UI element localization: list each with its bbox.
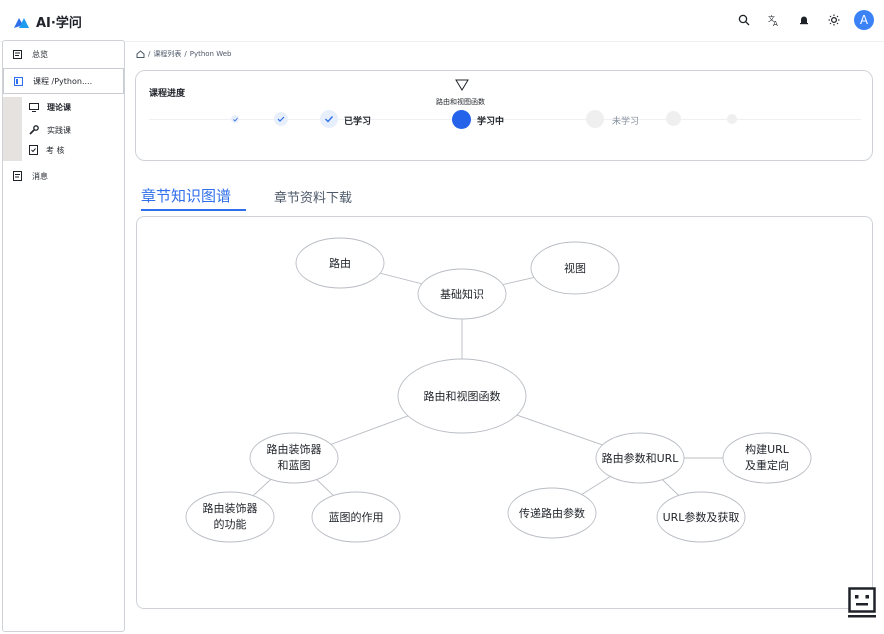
check-icon [232,117,238,122]
svg-text:文: 文 [768,14,775,23]
unlearned-label: 未学习 [612,117,640,127]
map-node-shape [417,268,507,320]
avatar[interactable]: A [854,10,874,30]
progress-step-learned[interactable] [274,112,288,126]
map-node-shape [507,487,597,539]
map-node-label: 路由装饰器 [203,501,258,515]
map-node-shape [311,491,401,543]
progress-track [149,119,861,120]
map-node-label: 的功能 [214,517,247,531]
map-node-label: 构建URL [745,442,790,456]
breadcrumb-separator: / [184,50,187,58]
map-node-label: 视图 [564,261,586,275]
breadcrumb-item[interactable]: 课程列表 [153,50,182,58]
app-name: AI·学问 [36,16,82,31]
map-node-shape [722,432,812,484]
map-node[interactable]: 蓝图的作用 [311,491,401,543]
map-node-shape [656,491,746,543]
map-node[interactable]: 视图 [530,241,620,295]
map-node-label: 和蓝图 [278,459,311,472]
sidebar-subitem-label: 实践课 [47,125,71,135]
map-node-shape [185,491,275,543]
robot-assistant-icon[interactable] [848,587,876,619]
sidebar-item-label: 总览 [32,49,48,59]
dashboard-icon [13,49,22,59]
progress-step-unlearned[interactable] [666,111,681,126]
progress-step-learned[interactable] [231,115,239,123]
breadcrumb-separator: / [148,50,151,58]
map-node[interactable]: 路由和视图函数 [397,358,527,434]
exam-icon [29,145,38,155]
map-node-label: 传递路由参数 [519,506,585,520]
message-icon [13,171,22,181]
monitor-icon [29,102,39,112]
knowledge-map: 路由基础知识视图路由和视图函数路由装饰器和蓝图路由参数和URL构建URL及重定向… [185,237,812,543]
sidebar-subitem-theory[interactable]: 理论课 [29,97,71,117]
breadcrumb-item: Python Web [189,50,232,58]
submenu-rail [3,97,22,161]
map-node-label: 路由和视图函数 [424,389,501,403]
progress-step-current[interactable] [452,110,471,129]
sidebar-subitem-exam[interactable]: 考 核 [29,140,65,160]
check-icon [325,116,334,123]
sun-icon[interactable] [824,10,844,30]
current-position-marker-icon [455,79,469,91]
sidebar-item-label: 课程 /Python.... [33,76,93,86]
home-icon[interactable] [136,50,145,58]
map-node-shape [249,432,339,484]
map-node-shape [595,432,685,484]
map-node-shape [295,237,385,289]
wrench-icon [29,125,39,135]
current-label: 学习中 [477,117,505,127]
progress-title: 课程进度 [149,89,186,99]
map-node-label: 路由 [329,256,351,270]
sidebar-subitem-label: 理论课 [47,102,71,112]
progress-step-learned[interactable] [320,110,338,128]
map-node-label: 蓝图的作用 [329,510,384,524]
map-node[interactable]: URL参数及获取 [656,491,746,543]
bell-icon[interactable] [794,10,814,30]
sidebar-item-label: 消息 [32,171,48,181]
map-node[interactable]: 路由参数和URL [595,432,685,484]
map-node-label: 及重定向 [745,458,789,472]
progress-card: 课程进度 路由和视图函数 已学习 学习中 未学习 [135,70,873,161]
map-node-label: URL参数及获取 [663,510,740,524]
check-icon [277,116,285,122]
sidebar-subitem-label: 考 核 [46,145,65,155]
logo-icon [14,17,29,28]
sidebar-item-overview[interactable]: 总览 [3,41,124,67]
svg-text:A: A [773,20,778,26]
search-icon[interactable] [734,10,754,30]
sidebar: 总览 课程 /Python.... 理论课 实践课 考 核 消息 [2,40,125,632]
sidebar-item-course[interactable]: 课程 /Python.... [3,68,124,94]
progress-step-unlearned[interactable] [586,110,604,128]
book-icon [14,76,23,86]
sidebar-item-messages[interactable]: 消息 [3,163,124,189]
map-node[interactable]: 基础知识 [417,268,507,320]
logo[interactable]: AI·学问 [12,12,82,31]
map-node[interactable]: 传递路由参数 [507,487,597,539]
map-node-shape [397,358,527,434]
map-node[interactable]: 构建URL 及重定向 [722,432,812,484]
map-node-label: 路由参数和URL [602,451,680,465]
tab-downloads[interactable]: 章节资料下载 [274,191,353,206]
tab-knowledge-map[interactable]: 章节知识图谱 [141,187,232,205]
map-node[interactable]: 路由 [295,237,385,289]
map-node-label: 基础知识 [440,287,484,301]
current-chapter-label: 路由和视图函数 [436,98,485,106]
learned-label: 已学习 [344,117,372,127]
sidebar-subitem-practice[interactable]: 实践课 [29,120,71,140]
progress-step-unlearned[interactable] [727,114,737,124]
active-tab-indicator [141,209,246,211]
map-node-shape [530,241,620,295]
breadcrumb: / 课程列表 / Python Web [136,49,231,59]
map-node-label: 路由装饰器 [267,442,322,456]
